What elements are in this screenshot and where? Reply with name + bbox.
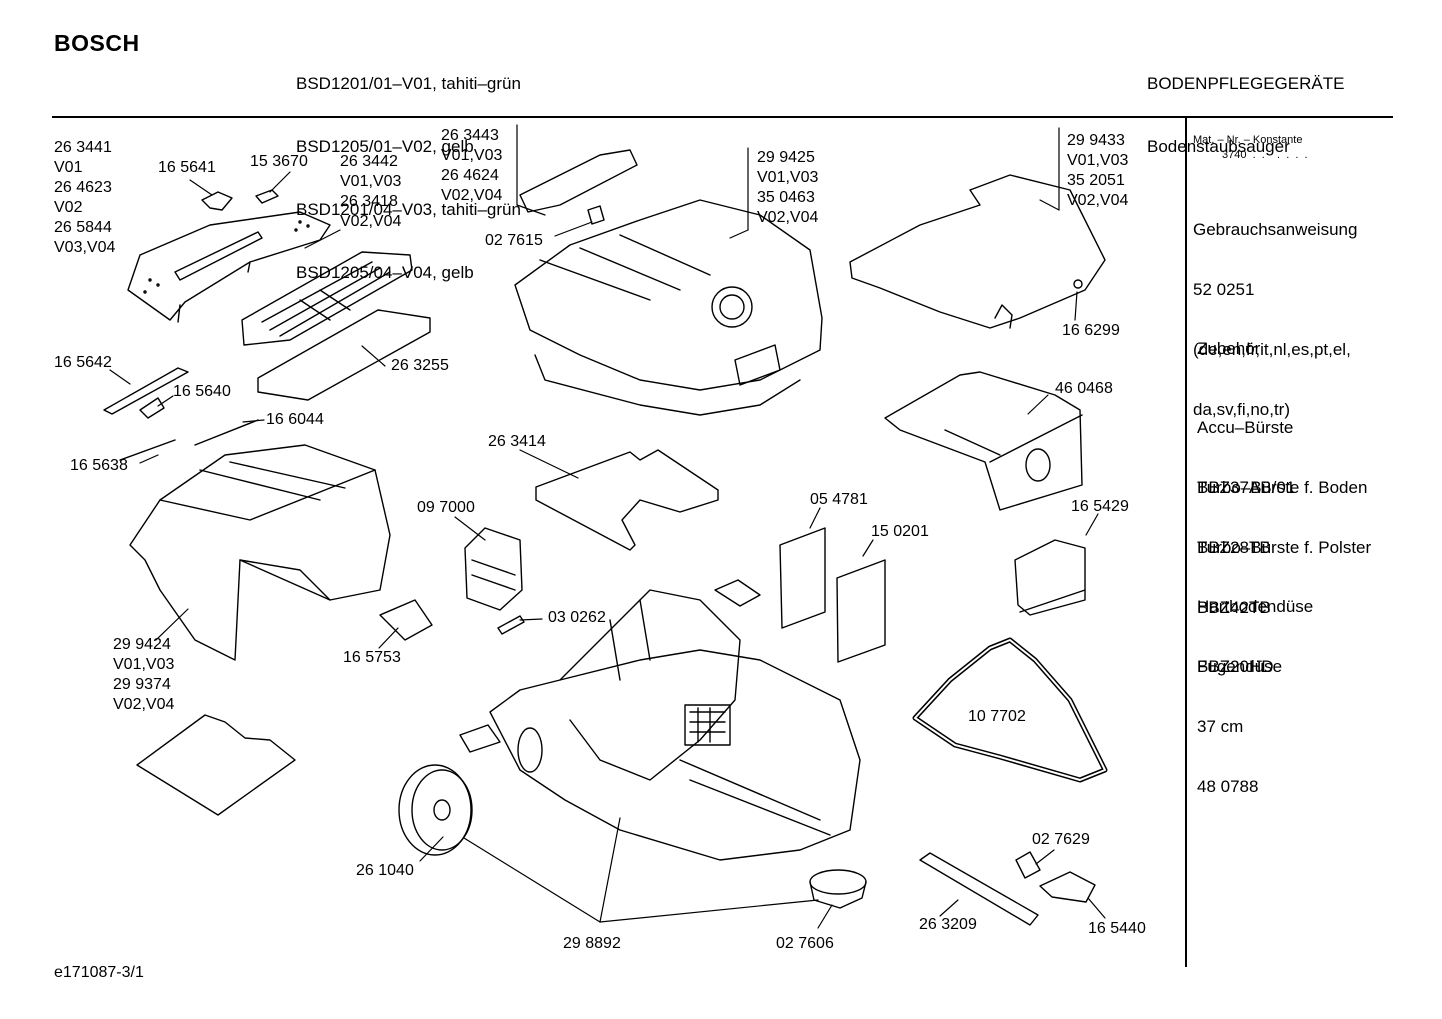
part-label: 02 7606	[776, 935, 834, 952]
pin-part	[497, 615, 525, 635]
mat-nr-label: Mat. – Nr. – Konstante	[1193, 134, 1303, 146]
accessory-name: Turbo–Bürste f. Boden	[1197, 478, 1368, 497]
category-title: BODENPFLEGEGERÄTE	[1147, 74, 1345, 93]
sidebar-divider	[1185, 116, 1187, 967]
manual-line: Gebrauchsanweisung	[1193, 220, 1358, 239]
part-label: 29 8892	[563, 935, 621, 952]
part-label: 16 6299	[1062, 322, 1120, 339]
mat-part	[136, 714, 296, 816]
part-label: 16 6044	[266, 411, 324, 428]
filter-pad-part	[257, 309, 431, 401]
document-id: e171087-3/1	[54, 964, 144, 981]
accessory-name: Hartbodendüse	[1197, 597, 1314, 616]
part-label: 26 3441 V01 26 4623 V02 26 5844 V03,V04	[54, 139, 116, 256]
gasket-part	[912, 637, 1108, 783]
part-label: 16 5440	[1088, 920, 1146, 937]
accessory-item: Turbo–Bürste f. Boden BBZ28TB	[1197, 438, 1367, 578]
accessory-item: Accu–Bürste BBZ37AB/01	[1197, 378, 1295, 518]
rod-parts	[103, 367, 259, 461]
small-block-part	[459, 579, 761, 753]
motor-filter-part	[535, 449, 719, 551]
base-chassis-part	[489, 589, 861, 861]
accessory-name: Fugendüse	[1197, 657, 1283, 676]
model-line: BSD1201/04–V03, tahiti–grün	[296, 200, 521, 219]
part-label: 16 5641	[158, 159, 216, 176]
part-label: 16 5429	[1071, 498, 1129, 515]
upper-housing-part	[514, 199, 823, 416]
bag-holder-part	[1014, 539, 1086, 616]
manual-line: (de,en,fr,it,nl,es,pt,el,	[1193, 340, 1351, 359]
part-label: 16 5642	[54, 354, 112, 371]
lid-part	[127, 211, 331, 323]
header-divider	[52, 116, 1393, 118]
clip-part-b	[1015, 851, 1096, 903]
part-label: 16 5753	[343, 649, 401, 666]
brand-logo: BOSCH	[54, 30, 140, 56]
accessory-code: BBZ20HD	[1197, 657, 1274, 676]
hinge-part	[379, 599, 433, 641]
accessory-code: BBZ28TB	[1197, 538, 1271, 557]
category-block: BODENPFLEGEGERÄTE Bodenstaubsauger	[1147, 31, 1344, 178]
model-list: BSD1201/01–V01, tahiti–grün BSD1205/01–V…	[296, 31, 521, 304]
dust-bag-part	[884, 371, 1083, 511]
model-line: BSD1205/01–V02, gelb	[296, 137, 474, 156]
accessory-item: Fugendüse 37 cm 48 0788	[1197, 617, 1282, 817]
accessory-code: 37 cm	[1197, 717, 1244, 736]
part-label: 15 0201	[871, 523, 929, 540]
small-clip-part	[201, 189, 279, 211]
part-label: 29 9424 V01,V03 29 9374 V02,V04	[113, 636, 175, 713]
grille-part	[241, 251, 413, 346]
part-label: 26 3255	[391, 357, 449, 374]
accessory-name: Turbo–Bürste f. Polster	[1197, 538, 1372, 557]
accessory-item: Turbo–Bürste f. Polster BBZ42TB	[1197, 498, 1371, 638]
mat-nr-value: 3740 . . . . . .	[1222, 149, 1308, 161]
handle-cover-part	[519, 149, 638, 225]
wheel-part	[398, 764, 473, 856]
part-label: 10 7702	[968, 708, 1026, 725]
part-label: 26 3209	[919, 916, 977, 933]
part-label: 46 0468	[1055, 380, 1113, 397]
part-label: 29 9425 V01,V03 35 0463 V02,V04	[757, 149, 819, 226]
part-label: 02 7629	[1032, 831, 1090, 848]
filter-sheet-a	[779, 527, 826, 629]
accessory-code: BBZ42TB	[1197, 598, 1271, 617]
leader-lines	[109, 124, 1106, 929]
manual-line: da,sv,fi,no,tr)	[1193, 400, 1290, 419]
part-label: 09 7000	[417, 499, 475, 516]
filter-sheet-b	[836, 559, 886, 663]
part-label: 26 3443 V01,V03 26 4624 V02,V04	[441, 127, 503, 204]
accessory-code: 48 0788	[1197, 777, 1259, 796]
part-label: 26 1040	[356, 862, 414, 879]
castor-part	[809, 869, 867, 909]
valve-part	[464, 527, 523, 611]
part-label: 02 7615	[485, 232, 543, 249]
category-subtitle: Bodenstaubsauger	[1147, 137, 1290, 156]
accessories-title: Zubehör	[1197, 339, 1261, 358]
accessory-code: BBZ37AB/01	[1197, 478, 1296, 497]
rear-flap-part	[849, 174, 1106, 329]
accessory-name: Accu–Bürste	[1197, 418, 1294, 437]
part-label: 15 3670	[250, 153, 308, 170]
part-label: 29 9433 V01,V03 35 2051 V02,V04	[1067, 132, 1129, 209]
manual-block: Gebrauchsanweisung 52 0251 (de,en,fr,it,…	[1193, 180, 1357, 440]
model-line: BSD1205/04–V04, gelb	[296, 263, 474, 282]
part-label: 03 0262	[548, 609, 606, 626]
motor-housing-part	[129, 444, 391, 661]
manual-line: 52 0251	[1193, 280, 1255, 299]
part-label: 26 3442 V01,V03 26 3418 V02,V04	[340, 153, 402, 230]
model-line: BSD1201/01–V01, tahiti–grün	[296, 74, 521, 93]
accessory-item: Hartbodendüse BBZ20HD	[1197, 557, 1313, 697]
part-label: 05 4781	[810, 491, 868, 508]
rail-part	[919, 852, 1039, 926]
part-label: 16 5638	[70, 457, 128, 474]
part-label: 16 5640	[173, 383, 231, 400]
part-label: 26 3414	[488, 433, 546, 450]
